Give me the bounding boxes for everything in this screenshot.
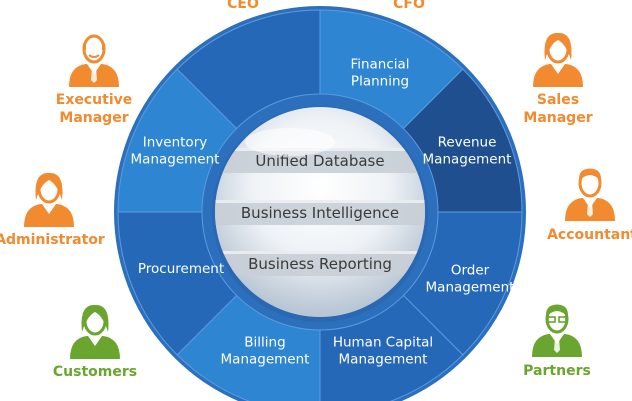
segment-label: Human Capital — [333, 335, 433, 351]
role-administrator: Administrator — [0, 172, 105, 248]
segment-label: Order — [451, 263, 490, 279]
segment-label: Billing — [244, 335, 285, 351]
woman-person-icon — [533, 32, 583, 87]
role-ceo: CEO — [227, 0, 259, 12]
role-label: CEO — [227, 0, 259, 12]
segment-label: Revenue — [438, 135, 497, 151]
module-wheel: FinancialManagementFinancialPlanningReve… — [114, 6, 526, 401]
role-label: Administrator — [0, 232, 105, 248]
wheel-segment-8 — [176, 9, 321, 130]
segment-label: Management — [131, 152, 220, 168]
role-label: Sales — [537, 92, 579, 108]
woman-person-icon — [70, 304, 120, 359]
woman-person-icon — [24, 172, 74, 227]
man-person-icon — [565, 168, 615, 221]
role-accountant: Accountant — [547, 168, 632, 243]
segment-label: Procurement — [138, 261, 224, 277]
role-label: Partners — [523, 363, 591, 379]
role-customers: Customers — [53, 304, 137, 380]
role-label: CFO — [393, 0, 425, 12]
segment-label: Management — [221, 352, 310, 368]
core-band — [215, 251, 425, 276]
segment-label: Management — [339, 352, 428, 368]
role-label: Manager — [523, 110, 592, 126]
role-label: Customers — [53, 364, 137, 380]
wheel-segment-4 — [319, 294, 464, 401]
role-label: Manager — [59, 110, 128, 126]
bald-manager-person-icon — [69, 34, 119, 87]
role-label: Executive — [56, 92, 132, 108]
role-cfo: CFO — [393, 0, 425, 12]
segment-label: Planning — [351, 74, 409, 90]
core-band-label: Business Reporting — [248, 255, 392, 273]
core-band — [215, 200, 425, 225]
core-band-label: Business Intelligence — [241, 204, 399, 222]
segment-label: Management — [426, 280, 515, 296]
segment-label: Inventory — [143, 135, 207, 151]
role-partners: Partners — [523, 304, 591, 379]
man-glasses-person-icon — [532, 304, 582, 357]
role-label: Accountant — [547, 227, 632, 243]
core-band-label: Unified Database — [255, 152, 384, 170]
segment-label: Management — [423, 152, 512, 168]
segment-label: Financial — [350, 57, 409, 73]
